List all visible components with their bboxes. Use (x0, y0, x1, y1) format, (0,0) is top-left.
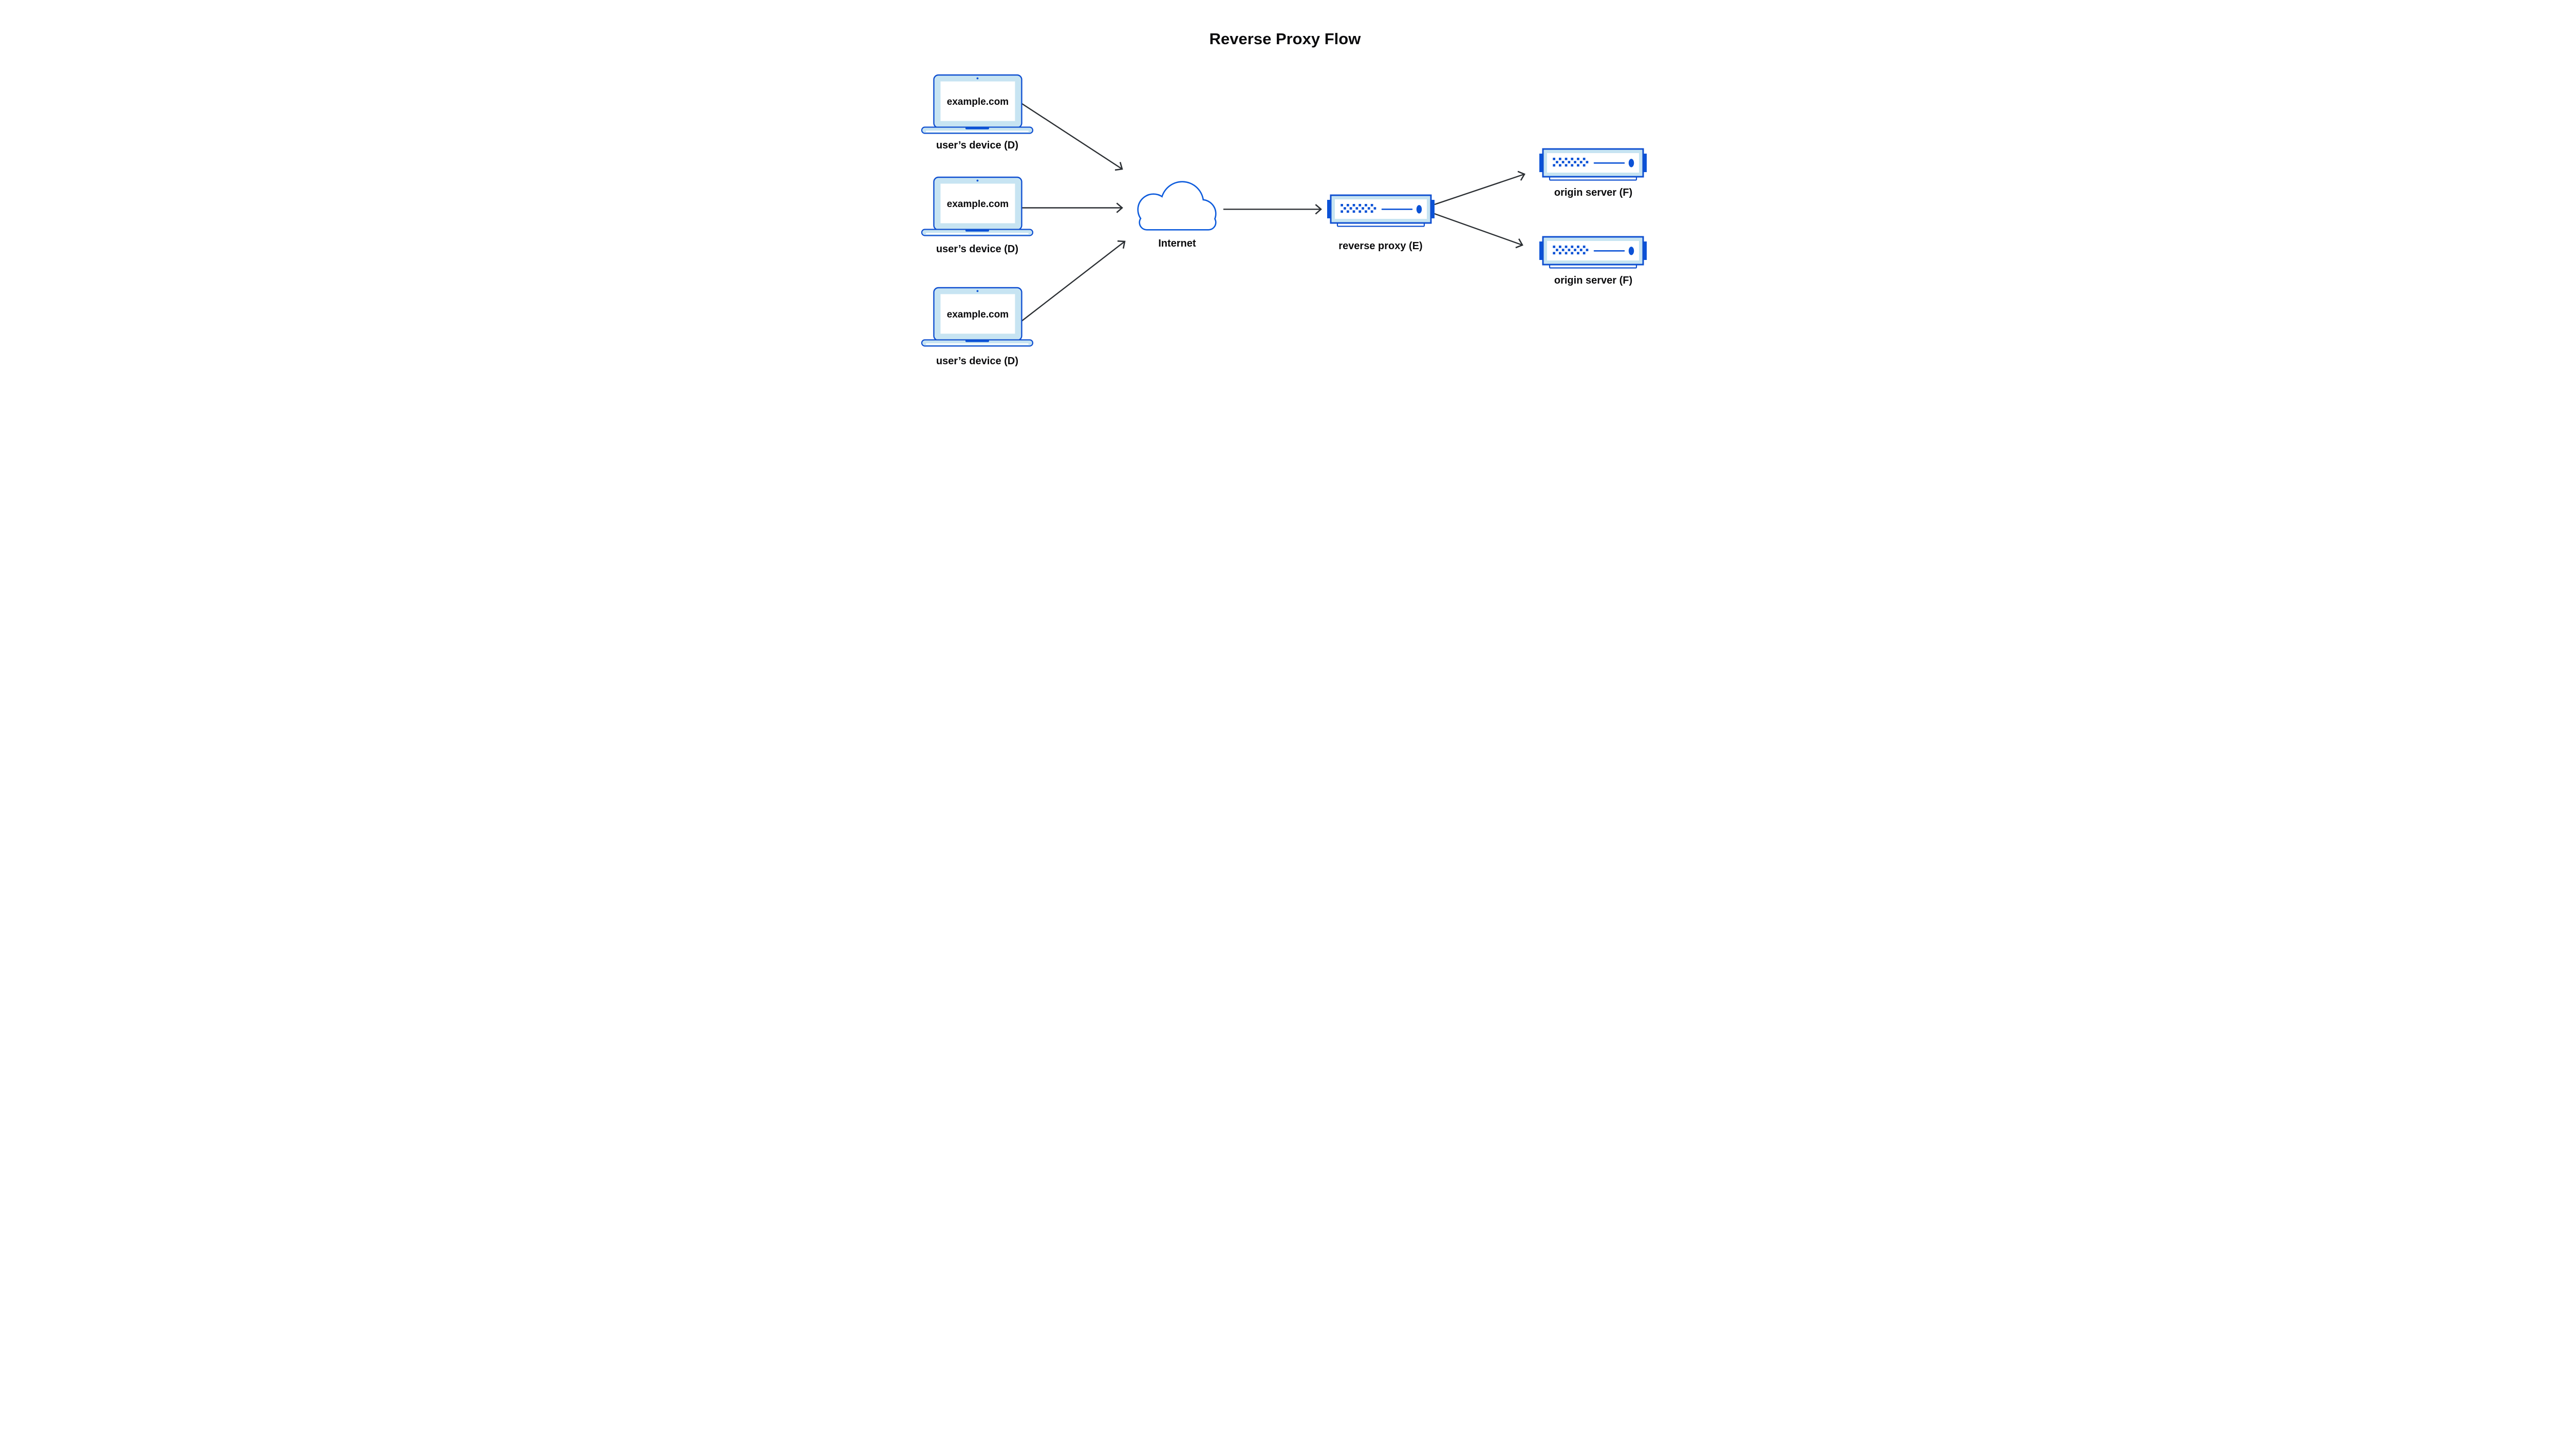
laptop-screen-text: example.com (946, 309, 1008, 320)
user-device-2: example.com user’s device (D) (921, 176, 1033, 255)
reverse-proxy-flow-diagram: Reverse Proxy Flow example.com user’s de… (882, 0, 1687, 403)
arrow-device1-to-internet (1015, 99, 1123, 171)
reverse-proxy-icon (1327, 195, 1435, 227)
origin-server-icon (1539, 149, 1647, 180)
user-device-3: example.com user’s device (D) (921, 287, 1033, 367)
flow-arrows (1015, 99, 1525, 322)
device-label: user’s device (D) (936, 356, 1018, 367)
origin-server-2: origin server (F) (1539, 237, 1647, 286)
user-device-1: example.com user’s device (D) (921, 74, 1033, 151)
diagram-svg: Reverse Proxy Flow example.com user’s de… (921, 30, 1687, 367)
origin-server-icon (1539, 237, 1647, 268)
origin-server-1: origin server (F) (1539, 149, 1647, 198)
arrow-device3-to-internet (1020, 240, 1126, 322)
internet-cloud-icon (1137, 181, 1217, 231)
origin-server-label: origin server (F) (1554, 275, 1632, 286)
laptop-screen-text: example.com (946, 199, 1008, 210)
diagram-title: Reverse Proxy Flow (1209, 30, 1361, 48)
laptop-screen-text: example.com (946, 97, 1008, 107)
reverse-proxy-label: reverse proxy (E) (1338, 240, 1422, 252)
arrow-proxy-to-origin1 (1434, 171, 1525, 206)
internet-label: Internet (1158, 238, 1196, 249)
device-label: user’s device (D) (936, 140, 1018, 151)
device-label: user’s device (D) (936, 244, 1018, 255)
origin-server-label: origin server (F) (1554, 187, 1632, 198)
reverse-proxy-node: reverse proxy (E) (1327, 195, 1435, 252)
internet-node: Internet (1137, 181, 1217, 249)
arrow-proxy-to-origin2 (1434, 213, 1523, 249)
